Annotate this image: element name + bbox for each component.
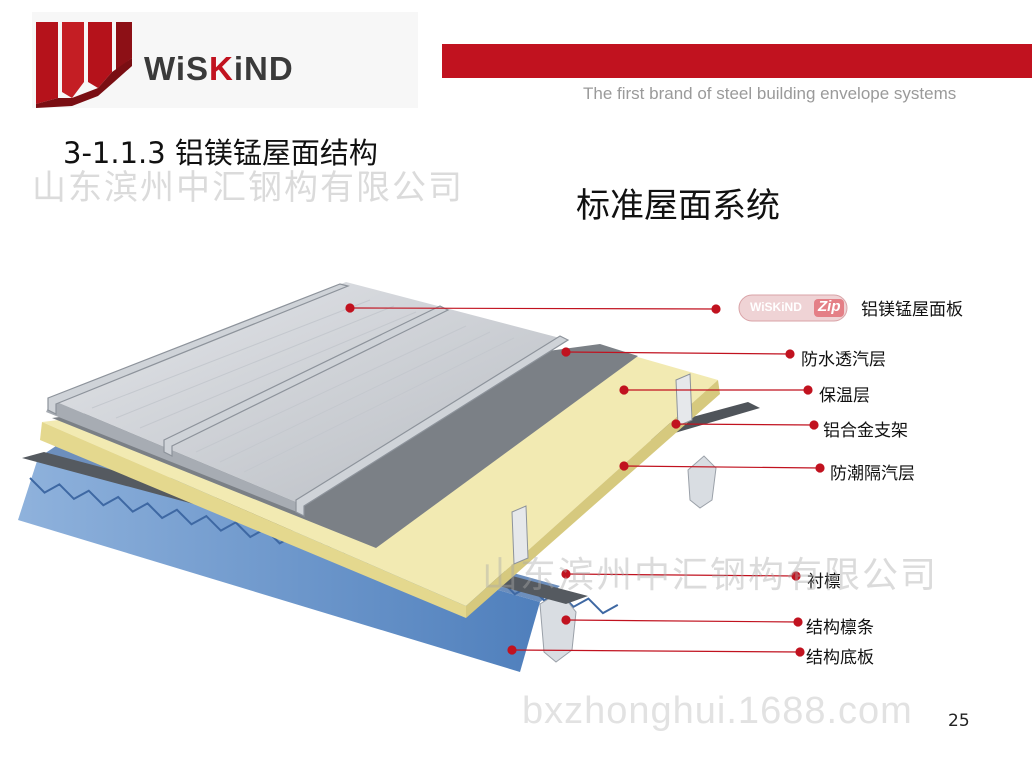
roof-panel-sheet — [46, 282, 570, 517]
section-heading: 3-1.1.3 铝镁锰屋面结构 — [63, 136, 378, 170]
leader-lines — [345, 303, 825, 657]
url-watermark: bxzhonghui.1688.com — [522, 690, 913, 732]
label-sub-purlin: 衬檩 — [807, 572, 841, 592]
wiskind-zip-badge: WiSKiND Zip — [738, 293, 850, 323]
label-structural-purlin: 结构檩条 — [806, 618, 874, 638]
diagram-subtitle: 标准屋面系统 — [576, 186, 780, 226]
page-number: 25 — [948, 711, 970, 731]
header-red-bar — [442, 44, 1032, 78]
badge-brand-text: WiSKiND — [750, 300, 802, 314]
label-vapor-barrier: 防潮隔汽层 — [830, 464, 915, 484]
label-bracket: 铝合金支架 — [823, 421, 908, 441]
tagline: The first brand of steel building envelo… — [583, 84, 957, 103]
insulation-side — [466, 380, 720, 618]
label-waterproof-membrane: 防水透汽层 — [801, 350, 886, 370]
brand-name: WiSKiND — [144, 50, 294, 87]
logo-area — [32, 12, 418, 108]
wiskind-logo-mark — [36, 22, 132, 108]
company-watermark-top: 山东滨州中汇钢构有限公司 — [32, 168, 464, 208]
insulation-front — [40, 422, 466, 618]
company-watermark-bottom: 山东滨州中汇钢构有限公司 — [482, 555, 939, 596]
label-roof-panel: 铝镁锰屋面板 — [861, 300, 963, 320]
brackets — [511, 373, 693, 565]
badge-zip-text: Zip — [818, 298, 841, 315]
label-insulation: 保温层 — [819, 386, 870, 406]
label-base-panel: 结构底板 — [806, 648, 874, 668]
